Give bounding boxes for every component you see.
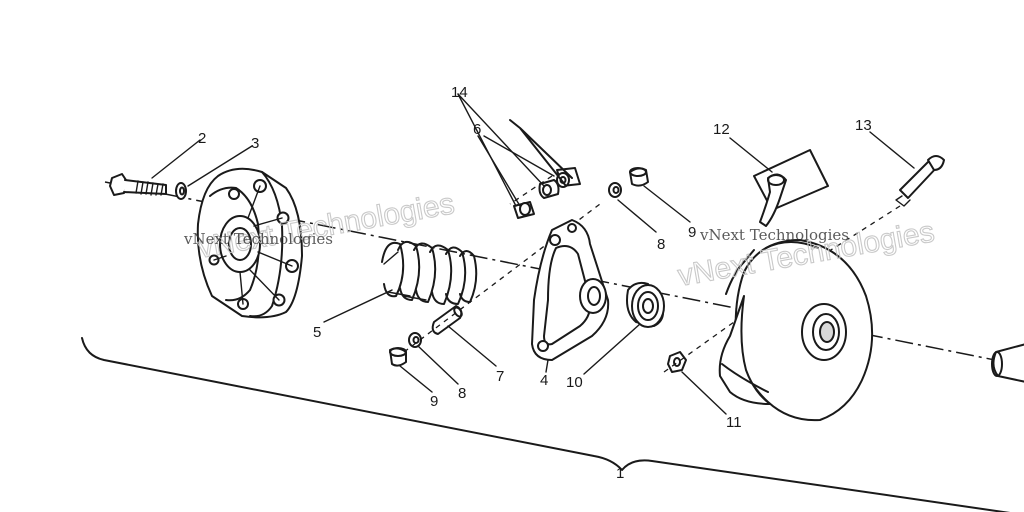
callout-4: 4	[540, 372, 548, 389]
callout-9-lower: 9	[430, 393, 438, 410]
leader-5	[323, 289, 393, 323]
callout-11: 11	[726, 414, 742, 431]
bracket-clip-part	[753, 149, 829, 227]
leader-14b	[457, 93, 545, 187]
leader-7	[447, 325, 497, 367]
bushing-lower-part	[513, 201, 535, 219]
leader-10	[583, 323, 641, 375]
long-bolt-part	[895, 155, 945, 207]
callout-1: 1	[616, 465, 624, 482]
watermark-small-right: vNext Technologies	[699, 226, 849, 244]
callout-13: 13	[855, 117, 872, 134]
assembly-bracket	[81, 337, 1011, 512]
leader-12	[729, 137, 773, 173]
shaft-part	[991, 343, 1024, 383]
cap-part-upper	[629, 167, 649, 187]
callout-8-upper: 8	[657, 236, 665, 253]
callout-8-lower: 8	[458, 385, 466, 402]
washer-part	[175, 182, 187, 200]
leader-9-upper	[643, 185, 691, 223]
leader-8-lower	[417, 345, 459, 385]
bolt-alignment-line	[811, 205, 901, 263]
leader-8-upper	[617, 199, 657, 233]
cover-plate-part	[196, 167, 303, 319]
nut-part-lower	[408, 332, 422, 348]
callout-14: 14	[451, 84, 468, 101]
part-6-pointer-shape	[509, 119, 573, 187]
leader-11	[681, 371, 727, 415]
leader-4	[545, 359, 549, 373]
bushing-middle-part	[538, 179, 560, 199]
nut-part-sheave	[667, 351, 687, 373]
pin-part	[431, 305, 463, 335]
callout-5: 5	[313, 324, 321, 341]
bolt-part	[109, 173, 167, 196]
callout-7: 7	[496, 368, 504, 385]
callout-2: 2	[198, 130, 206, 147]
cap-part-lower	[389, 347, 407, 367]
coil-spring-part	[381, 240, 478, 305]
movable-sheave-part	[718, 239, 874, 422]
callout-9-upper: 9	[688, 224, 696, 241]
spider-arm-part	[531, 219, 610, 361]
leader-13	[869, 131, 915, 169]
leader-6a	[477, 135, 521, 207]
nut-alignment-line	[663, 311, 749, 373]
callout-6: 6	[473, 121, 481, 138]
watermark-small-left: vNext Technologies	[183, 230, 333, 248]
assembly-line-upper	[509, 175, 553, 205]
leader-2	[151, 139, 201, 179]
leader-3	[187, 145, 253, 187]
callout-12: 12	[713, 121, 730, 138]
leader-9-lower	[399, 365, 433, 393]
nut-part-upper	[608, 182, 622, 198]
bearing-part	[626, 281, 665, 328]
callout-3: 3	[251, 135, 259, 152]
callout-10: 10	[566, 374, 583, 391]
leader-6b	[483, 135, 555, 177]
